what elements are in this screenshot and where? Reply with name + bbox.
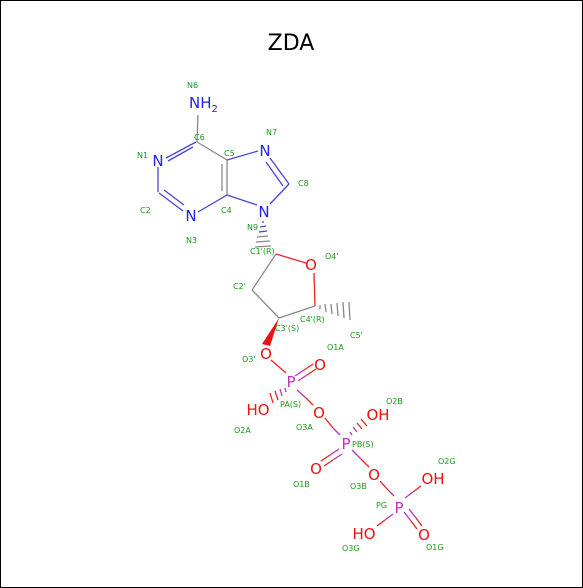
bond-c5-n7 (226, 150, 259, 161)
label-o1a: O1A (327, 343, 344, 352)
label-pb: PB(S) (352, 440, 374, 449)
bond-n7-c8-double (265, 161, 284, 187)
label-pg: PG (376, 501, 387, 510)
bond-c6-n1-double (167, 146, 194, 162)
bond-c1p-c2p (251, 253, 277, 291)
atom-o2a-symbol: HO (246, 401, 269, 419)
label-n6: N6 (187, 81, 198, 90)
atom-n3-symbol: N (185, 207, 196, 225)
bond-pb-o3b (351, 449, 362, 460)
atom-n7-symbol: N (259, 142, 270, 160)
bond-c6-n6 (196, 114, 199, 143)
bond-pa-o2a-hashed (269, 387, 287, 404)
bond-o3a-pb (324, 417, 334, 429)
bond-c6-n1 (165, 141, 197, 159)
atom-o3b-symbol: O (368, 466, 380, 484)
atom-o2b-symbol: OH (366, 406, 389, 424)
atom-o4p-symbol: O (305, 256, 317, 274)
bond-c3p-o3p-wedge (262, 318, 279, 346)
label-n9: N9 (247, 223, 258, 232)
label-n7: N7 (266, 128, 277, 137)
atom-o1g-symbol: O (418, 526, 430, 544)
atom-n6-symbol: NH2 (189, 94, 218, 115)
label-n3: N3 (186, 236, 197, 245)
label-o4p: O4' (325, 252, 339, 261)
bond-c3p-c4p (278, 305, 316, 319)
atom-o2g-symbol: OH (421, 470, 444, 488)
label-c3p: C3'(S) (275, 324, 299, 333)
bond-pa-o1a (294, 369, 305, 377)
bond-pb-o2b-hashed (349, 418, 368, 436)
bond-pa-o3a (296, 389, 307, 399)
atom-o3a-symbol: O (313, 404, 325, 422)
label-c6: C6 (194, 133, 205, 142)
bond-pa-o1a-double (297, 374, 308, 382)
label-o3a: O3A (296, 423, 313, 432)
bond-n3-c4 (197, 194, 228, 213)
atom-pa-symbol: P (286, 373, 295, 391)
label-c4p: C4'(R) (300, 315, 325, 324)
bond-c5-c6 (196, 141, 228, 161)
label-o2a: O2A (234, 426, 251, 435)
label-c1p: C1'(R) (250, 247, 275, 256)
atom-n9-symbol: N (258, 203, 269, 221)
atom-o1b-symbol: O (310, 460, 322, 478)
bond-c1p-o4p (275, 253, 307, 264)
bond-pb-o1b (329, 448, 340, 456)
atom-n1-symbol: N (152, 152, 163, 170)
label-c4: C4 (221, 206, 232, 215)
element-symbols: NH2 N N N N O O P O HO O OH P O O OH P H… (152, 94, 444, 544)
bond-o3p-pa (270, 359, 287, 374)
bond-pg-o2g (404, 491, 414, 499)
label-o3p: O3' (242, 355, 256, 364)
label-o2b: O2B (386, 397, 403, 406)
label-c2: C2 (140, 206, 151, 215)
bond-n7-c8 (269, 157, 290, 185)
atom-o1a-symbol: O (314, 356, 326, 374)
label-o2g: O2G (438, 457, 456, 466)
bond-c4p-c5p-hashed (319, 301, 351, 321)
label-c2p: C2' (233, 282, 246, 291)
bond-pg-o1g-double (408, 508, 417, 519)
label-o3g: O3G (342, 544, 360, 553)
label-c5: C5 (224, 149, 235, 158)
atom-pg-symbol: P (394, 499, 403, 517)
bond-o3b-pg (379, 480, 389, 491)
bond-pg-o3g (384, 513, 394, 521)
bond-c2p-c3p (251, 289, 280, 319)
label-c8: C8 (298, 179, 309, 188)
label-o3b: O3B (350, 482, 367, 491)
bond-n9-c4 (226, 194, 258, 206)
bond-o4p-c4p (313, 272, 316, 307)
bond-n9-c1p-hashed (254, 221, 272, 248)
label-c5p: C5' (350, 331, 363, 340)
atom-o3p-symbol: O (260, 345, 272, 363)
label-o1g: O1G (426, 543, 444, 552)
atom-pb-symbol: P (341, 435, 350, 453)
bonds (157, 114, 423, 530)
label-n1: N1 (137, 151, 148, 160)
label-o1b: O1B (293, 480, 310, 489)
label-pa: PA(S) (280, 400, 301, 409)
bond-pb-o1b-double (332, 453, 343, 461)
diagram-title: ZDA (268, 31, 315, 56)
atom-o3g-symbol: HO (352, 525, 375, 543)
bond-c2-n3-double (163, 189, 185, 206)
atom-labels: N6 C6 N7 N1 C5 C8 C2 C4 N9 N3 C1'(R) O4'… (137, 81, 456, 553)
bond-pg-o1g (403, 511, 412, 522)
bond-c2-n3 (158, 192, 184, 212)
bond-c8-n9 (269, 183, 290, 205)
